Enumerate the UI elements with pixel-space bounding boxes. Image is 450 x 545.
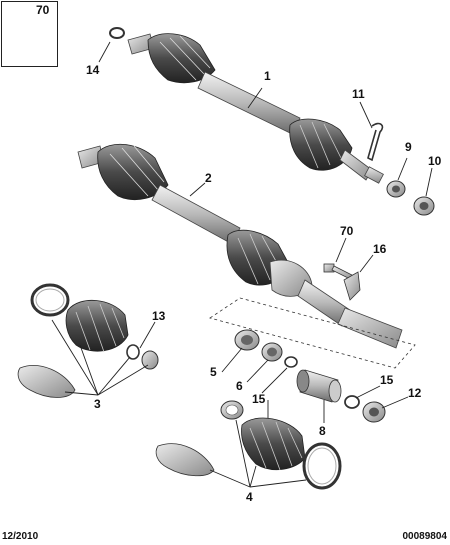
boot-kit-4 xyxy=(155,400,342,490)
bearing-5 xyxy=(234,329,260,351)
sleeve-8 xyxy=(296,369,342,403)
footer-date: 12/2010 xyxy=(2,531,39,542)
callout-11: 11 xyxy=(352,87,365,101)
callout-5: 5 xyxy=(210,365,217,379)
leader-lines xyxy=(51,41,433,488)
callout-10: 10 xyxy=(428,154,442,168)
callout-15-b: 15 xyxy=(380,373,394,387)
boot-kit-3 xyxy=(17,283,129,398)
split-pin-11 xyxy=(367,122,384,162)
callout-8: 8 xyxy=(319,424,326,438)
inset-box xyxy=(1,1,58,67)
circlip-15-b xyxy=(344,395,360,409)
callout-6: 6 xyxy=(236,379,243,393)
callout-2: 2 xyxy=(205,171,212,185)
clamp-rings-13 xyxy=(126,344,159,370)
inset-ref-label: 70 xyxy=(36,3,50,17)
callout-9: 9 xyxy=(405,140,412,154)
bearing-6 xyxy=(261,342,283,362)
driveshaft-upper xyxy=(127,33,384,184)
callout-12: 12 xyxy=(408,386,422,400)
callout-70: 70 xyxy=(340,224,354,238)
circlip-15-a xyxy=(284,356,298,368)
callout-4: 4 xyxy=(246,490,253,504)
footer-code: 00089804 xyxy=(402,531,448,542)
callout-13: 13 xyxy=(152,309,166,323)
driveshaft-lower xyxy=(77,143,403,349)
nut-9 xyxy=(386,180,406,198)
castle-nut-10 xyxy=(413,196,435,216)
callout-14: 14 xyxy=(86,63,100,77)
callout-16: 16 xyxy=(373,242,387,256)
callout-15-a: 15 xyxy=(252,392,266,406)
ring-14 xyxy=(109,27,125,39)
callout-3: 3 xyxy=(94,397,101,411)
callout-1: 1 xyxy=(264,69,271,83)
flange-12 xyxy=(362,401,386,423)
bracket-16 xyxy=(343,271,361,301)
exploded-group-outline xyxy=(209,297,416,369)
